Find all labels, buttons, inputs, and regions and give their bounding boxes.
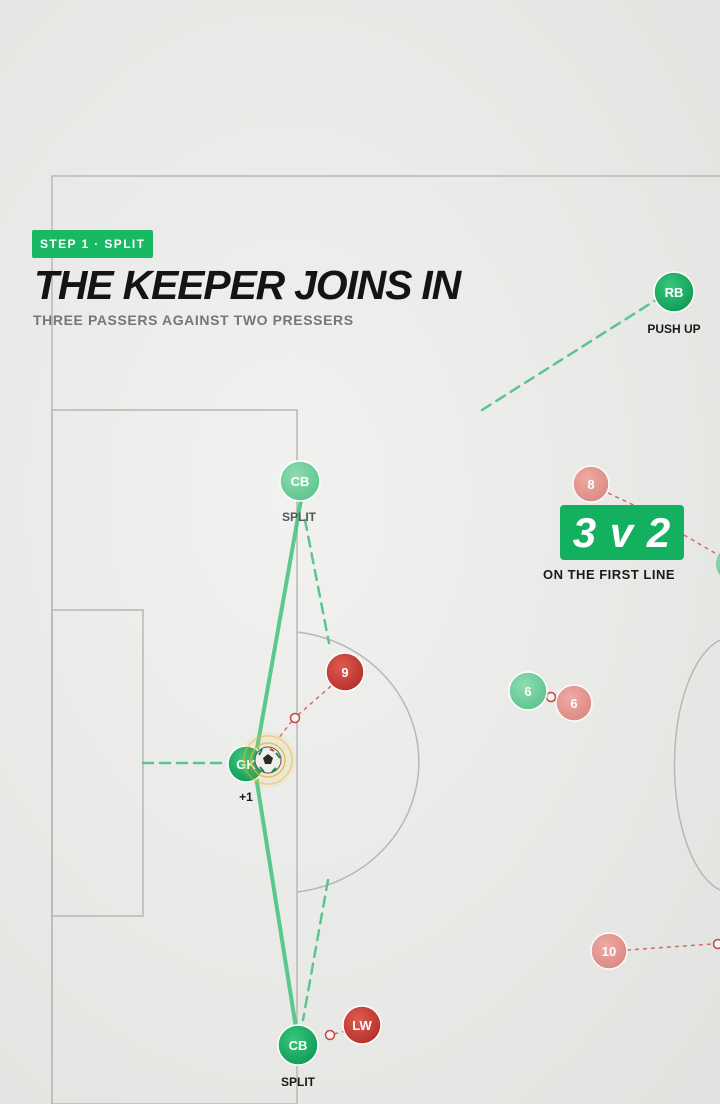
press-marker-6 — [545, 691, 557, 703]
opponent-8: 8 — [572, 465, 610, 503]
run-cb-bottom — [301, 878, 330, 1022]
penalty-arc — [296, 631, 420, 893]
player-rb-note: PUSH UP — [647, 322, 700, 336]
player-rb-label: RB — [665, 285, 684, 300]
run-rb — [480, 298, 658, 412]
press-line-8-b — [683, 534, 720, 557]
opponent-6-label: 6 — [570, 696, 577, 711]
run-cb-top — [303, 518, 331, 645]
player-cb-bottom-note: SPLIT — [281, 1075, 316, 1089]
opponent-9-label: 9 — [341, 665, 348, 680]
press-line-8 — [607, 492, 641, 509]
pass-lane-gk-to-cb-bottom — [253, 768, 298, 1030]
ball-icon — [240, 732, 296, 788]
press-line-9-b — [277, 720, 293, 740]
press-markers — [289, 691, 720, 1041]
player-six-label: 6 — [524, 684, 531, 699]
opponent-10-label: 10 — [602, 944, 616, 959]
six-yard-box — [51, 609, 144, 917]
player-partial-right — [716, 552, 720, 576]
opponent-lw: LW — [342, 1005, 382, 1045]
pass-lane-gk-to-cb-top — [253, 498, 303, 762]
pitch-markings — [51, 175, 720, 1104]
player-gk: GK +1 — [227, 745, 265, 804]
player-cb-bottom: CB SPLIT — [277, 1024, 319, 1089]
player-cb-top: CB SPLIT — [279, 460, 321, 524]
player-gk-note: +1 — [239, 790, 253, 804]
opponent-6: 6 — [555, 684, 593, 722]
player-cb-top-note: SPLIT — [282, 510, 317, 524]
press-marker-lw — [324, 1029, 336, 1041]
opponent-lw-label: LW — [352, 1018, 372, 1033]
player-cb-top-label: CB — [291, 474, 310, 489]
opponent-9: 9 — [325, 652, 365, 692]
player-six: 6 — [508, 671, 548, 711]
player-cb-bottom-label: CB — [289, 1038, 308, 1053]
passing-lanes — [141, 298, 658, 1030]
center-circle — [673, 639, 720, 891]
opponent-10: 10 — [590, 932, 628, 970]
pressing-lines — [277, 492, 720, 1035]
opponent-8-label: 8 — [587, 477, 594, 492]
press-marker-9 — [289, 712, 301, 724]
press-marker-10 — [712, 938, 720, 950]
player-rb: RB PUSH UP — [647, 271, 701, 336]
press-line-10 — [626, 943, 714, 951]
press-line-9 — [297, 685, 332, 716]
